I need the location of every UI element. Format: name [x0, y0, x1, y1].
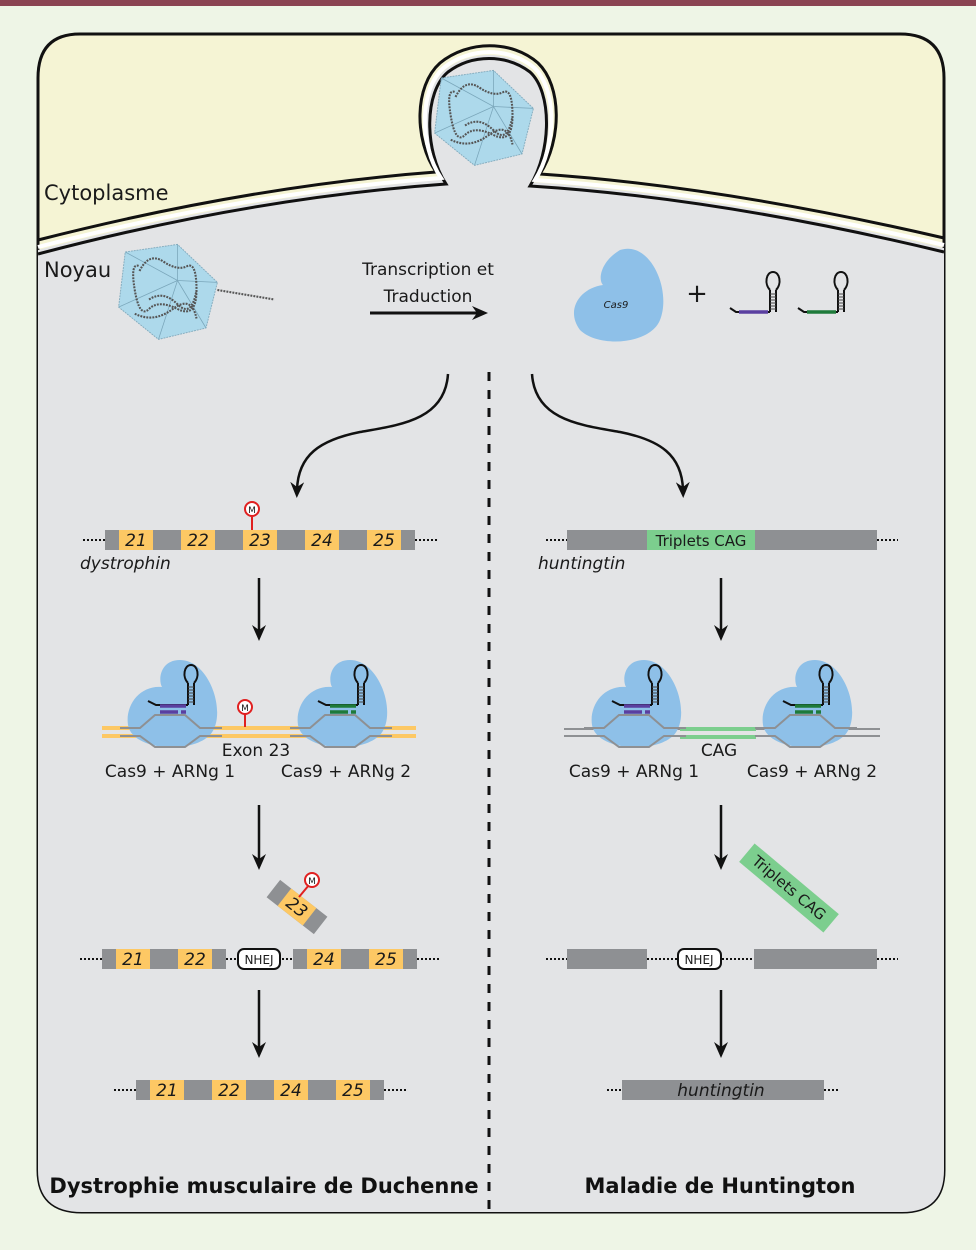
left-panel-title: Dystrophie musculaire de Duchenne: [49, 1174, 478, 1198]
transcription-label-line2: Traduction: [383, 287, 473, 307]
intron: [370, 1080, 384, 1100]
nuclear-membrane-outer: [37, 44, 945, 242]
exon: [305, 530, 339, 550]
exon: [119, 530, 153, 550]
intron: [105, 530, 119, 550]
exon-number: 21: [156, 1081, 178, 1101]
exon: [336, 1080, 370, 1100]
gene-label-dystrophin: dystrophin: [80, 554, 171, 574]
exon: [150, 1080, 184, 1100]
cas9-complex-2: [290, 660, 392, 748]
intron: [184, 1080, 212, 1100]
complex1-label-left: Cas9 + ARNg 1: [105, 762, 235, 782]
huntingtin-gene-cut: [546, 949, 898, 969]
gene-label-huntingtin: huntingtin: [538, 554, 625, 574]
curved-arrow-left: [290, 373, 450, 498]
exon-number: 22: [187, 531, 209, 551]
exon: [212, 1080, 246, 1100]
exon: [274, 1080, 308, 1100]
transcription-label-line1: Transcription et: [361, 260, 494, 280]
exon-number: 23: [249, 531, 271, 551]
excised-exon-23: 23: [266, 879, 328, 935]
guide-rna-1-icon: [729, 271, 781, 314]
svg-text:M: M: [248, 506, 256, 516]
huntingtin-gene: Triplets CAG: [546, 530, 898, 550]
nucleus-region: [38, 55, 944, 1212]
dystrophin-gene: 21 22 23 24 25: [83, 530, 437, 551]
cas9-complex-1: [584, 660, 686, 748]
intron: [212, 949, 226, 969]
intron: [293, 949, 307, 969]
complex2-label-right: Cas9 + ARNg 2: [747, 762, 877, 782]
exon-number: 22: [184, 950, 206, 970]
svg-text:NHEJ: NHEJ: [244, 953, 273, 967]
exon-number: 24: [280, 1081, 302, 1101]
exon-number: 24: [311, 531, 333, 551]
exon: [181, 530, 215, 550]
intron: [136, 1080, 150, 1100]
complex1-label-right: Cas9 + ARNg 1: [569, 762, 699, 782]
top-accent-bar: [0, 0, 976, 6]
exon: [369, 949, 403, 969]
exon-number: 25: [375, 950, 397, 970]
mutation-marker-icon: M: [298, 872, 320, 898]
exon-number: 24: [313, 950, 335, 970]
intron: [246, 1080, 274, 1100]
plus-sign: +: [686, 279, 708, 309]
complex2-label-left: Cas9 + ARNg 2: [281, 762, 411, 782]
exon: [178, 949, 212, 969]
nucleus-label: Noyau: [44, 258, 111, 282]
exon-number: 21: [122, 950, 144, 970]
intron: [403, 949, 417, 969]
huntingtin-gene-repaired: huntingtin: [607, 1080, 838, 1101]
cytoplasm-label: Cytoplasme: [44, 181, 169, 205]
intron: [215, 530, 243, 550]
intron: [341, 949, 369, 969]
cas9-label: Cas9: [604, 300, 629, 311]
intron: [339, 530, 367, 550]
dystrophin-gene-repaired: 21 22 24 25: [114, 1080, 406, 1101]
svg-text:M: M: [308, 877, 316, 887]
intron: [401, 530, 415, 550]
exon: [307, 949, 341, 969]
exon: [367, 530, 401, 550]
nuclear-membrane-inner: [37, 57, 945, 256]
exon-number: 22: [218, 1081, 240, 1101]
intron: [150, 949, 178, 969]
exon-number: 25: [342, 1081, 364, 1101]
nhej-badge: NHEJ: [677, 948, 722, 970]
cag-repeat-label: Triplets CAG: [655, 532, 747, 550]
cas9-complex-1: [120, 660, 222, 748]
exon: [243, 530, 277, 550]
exon: [116, 949, 150, 969]
cas9-protein-icon: [573, 248, 664, 342]
mutation-marker-icon: M: [237, 699, 253, 727]
intron: [277, 530, 305, 550]
cag-target-label: CAG: [701, 741, 737, 761]
guide-rna-2-icon: [797, 271, 849, 314]
nhej-badge: NHEJ: [237, 948, 281, 970]
curved-arrow-right: [530, 373, 690, 498]
exon-number: 25: [373, 531, 395, 551]
mutation-marker-icon: M: [244, 501, 260, 530]
intron: [102, 949, 116, 969]
svg-text:M: M: [241, 704, 249, 714]
right-panel-title: Maladie de Huntington: [585, 1174, 856, 1198]
intron: [153, 530, 181, 550]
svg-text:huntingtin: huntingtin: [677, 1081, 764, 1101]
exon-number: 21: [125, 531, 147, 551]
virus-capsid-nucleus-icon: [117, 243, 275, 341]
svg-text:NHEJ: NHEJ: [684, 953, 713, 967]
intron: [308, 1080, 336, 1100]
exon23-label: Exon 23: [222, 741, 291, 761]
cas9-complex-2: [755, 660, 857, 748]
